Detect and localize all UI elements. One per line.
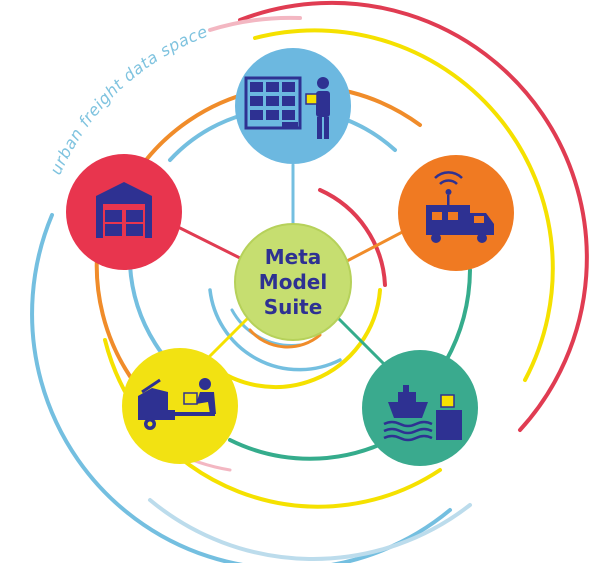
orbit-arc-red-inner	[318, 188, 387, 287]
orbit-arc-pink-top	[208, 15, 302, 32]
arc-label: urban freight data space	[46, 22, 210, 178]
orbit-arc-yellow-outer	[253, 28, 555, 382]
node-iot-truck[interactable]	[398, 155, 514, 271]
depot-building-icon	[96, 182, 152, 238]
orbit-arc-orange-small	[248, 328, 322, 349]
cargo-ship-icon	[383, 385, 462, 442]
spoke-left	[178, 226, 242, 260]
spoke-bottom-left	[206, 316, 250, 360]
center-label-line-2: Model	[259, 270, 327, 294]
spoke-bottom-right	[336, 316, 390, 370]
spokes	[178, 163, 412, 370]
orbit-arc-blue-outer	[30, 213, 452, 563]
node-warehouse-shelves[interactable]	[235, 48, 351, 164]
orbit-arc-red-outer	[238, 0, 589, 432]
orbit-arc-yellow-ring	[203, 288, 382, 389]
spoke-right	[343, 226, 412, 264]
orbit-arc-blue-bottom	[148, 498, 472, 561]
node-car-delivery[interactable]	[122, 348, 238, 464]
node-depot[interactable]	[66, 154, 182, 270]
car-trunk-delivery-icon	[138, 378, 216, 430]
center-label-line-3: Suite	[264, 295, 323, 319]
orbit-arc-teal-bottom	[228, 438, 392, 461]
iot-delivery-truck-icon	[426, 171, 494, 243]
center-node[interactable]: Meta Model Suite	[234, 223, 352, 341]
arc-label-text: urban freight data space	[46, 22, 210, 178]
orbit-arc-blue-small-1	[208, 288, 342, 372]
center-label-line-1: Meta	[265, 245, 322, 269]
warehouse-shelves-worker-icon	[244, 76, 330, 139]
node-ship-port[interactable]	[362, 350, 478, 466]
